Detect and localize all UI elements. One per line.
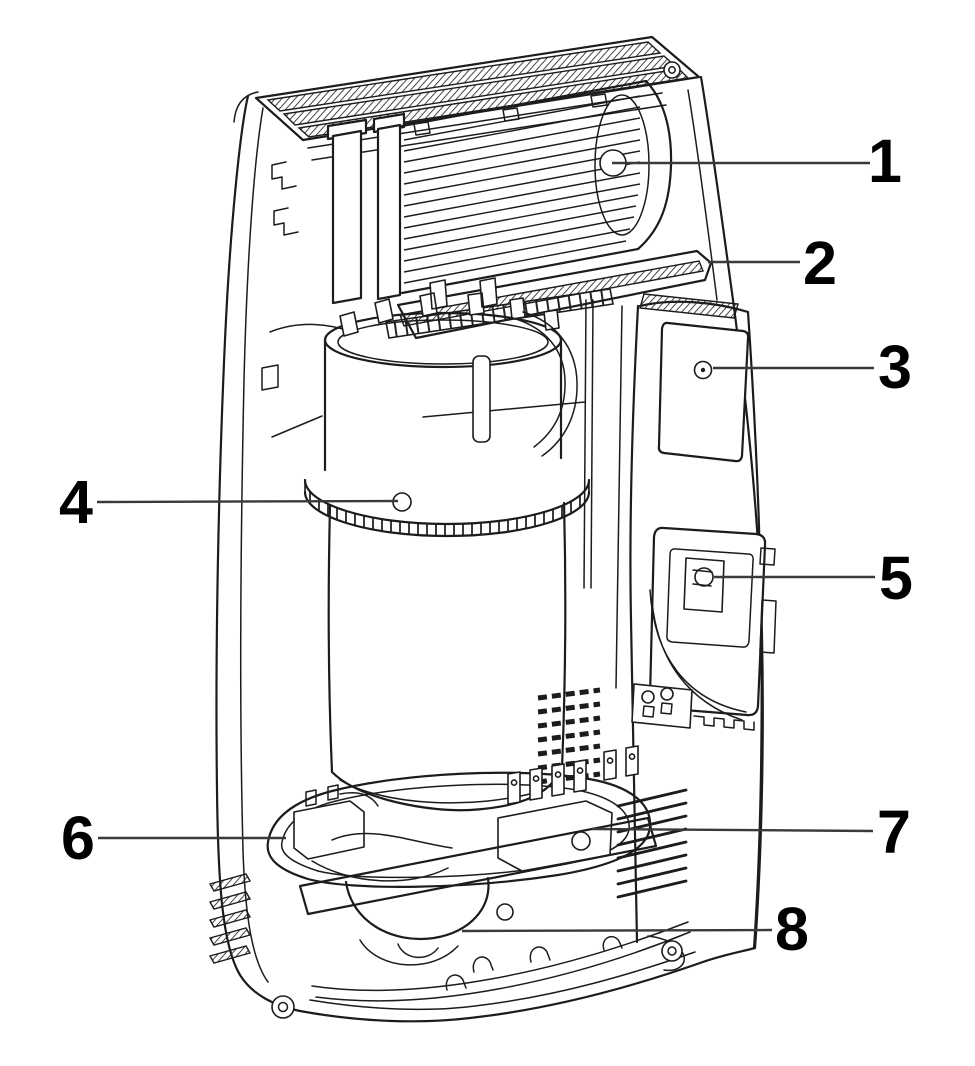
callout-2-label: 2 <box>803 229 837 297</box>
tank-collar-band <box>304 479 590 537</box>
callout-3: 3 <box>713 333 912 401</box>
base-screw-hole <box>496 903 514 921</box>
callout-6-label: 6 <box>61 804 95 872</box>
callout-4: 4 <box>59 468 399 536</box>
coil-body-top <box>400 79 648 128</box>
top-right-screw-center <box>668 66 676 74</box>
inner-shelf-lines <box>271 401 586 438</box>
condenser-fins <box>616 788 688 899</box>
bracket-screw-2 <box>660 687 674 701</box>
switch-module-outer <box>648 526 767 717</box>
coil-fins <box>403 95 641 284</box>
callout-3-label: 3 <box>878 333 912 401</box>
power-switch-marks <box>692 569 713 587</box>
base-corner-screw-right-center <box>667 946 677 956</box>
relay-terminals <box>507 745 639 805</box>
callouts: 1 2 3 4 5 6 7 8 <box>59 127 913 963</box>
callout-8: 8 <box>461 895 809 963</box>
fin-coil-assembly <box>261 79 673 391</box>
callout-8-label: 8 <box>775 895 809 963</box>
base-assembly <box>208 745 691 1019</box>
tank-top-rim-inner <box>337 319 549 365</box>
base-corner-screw-left-center <box>277 1001 289 1013</box>
compressor-dome <box>344 876 490 941</box>
relay-terminal-holes <box>510 753 636 786</box>
callout-7-label: 7 <box>877 798 911 866</box>
spec-label-lines <box>537 687 601 785</box>
pump-box <box>293 800 365 860</box>
compressor-dome-lower <box>359 939 459 966</box>
cabinet-shell <box>215 75 764 1023</box>
base-tubes <box>311 832 453 882</box>
bracket-lugs <box>642 702 673 718</box>
callout-2: 2 <box>708 229 837 297</box>
callout-1: 1 <box>612 127 902 195</box>
tank-hose-arc <box>512 311 578 457</box>
callout-7: 7 <box>591 798 911 866</box>
water-tank <box>303 277 591 812</box>
cabinet-left-edge-inner <box>240 107 269 983</box>
pump-fittings <box>305 784 379 807</box>
top-grille <box>254 35 701 142</box>
callout-1-label: 1 <box>868 127 902 195</box>
top-grille-outline <box>254 35 701 142</box>
floor-edge-lines <box>311 921 691 1002</box>
base-roll-edge <box>647 935 685 972</box>
coil-top-rails <box>307 92 667 161</box>
cabinet-right-edge-inner <box>687 89 718 301</box>
base-cross-beam <box>298 816 658 916</box>
switch-module-inner <box>666 548 754 648</box>
power-switch-knob <box>694 567 714 587</box>
cabinet-right-edge-outer <box>699 75 764 950</box>
tray-ladder-band <box>385 288 614 339</box>
inspection-panel <box>657 321 750 463</box>
cabinet-bottom-edge-inner <box>309 951 696 1011</box>
coil-end-cap <box>636 79 673 251</box>
callout-5: 5 <box>714 544 913 612</box>
callout-4-leader <box>96 499 399 504</box>
coil-left-post-2 <box>376 123 402 301</box>
wall-wire <box>269 323 353 333</box>
switch-guard-arc <box>649 589 747 721</box>
inner-wall-verticals <box>583 299 623 689</box>
callout-8-leader <box>461 928 773 933</box>
column-top-slats <box>639 293 739 319</box>
inner-walls <box>269 299 623 689</box>
tank-rim-clips <box>339 277 560 337</box>
cabinet-top-left-corner <box>233 91 259 123</box>
cabinet-bottom-edge-outer <box>298 946 757 1023</box>
relay-mount-circle <box>571 831 591 851</box>
cabinet-left-edge-outer <box>215 94 302 1013</box>
floor-cable-clips <box>445 935 623 991</box>
tank-handle-slot <box>472 355 491 443</box>
base-corner-screw-left <box>271 995 295 1019</box>
tank-lower-sides <box>327 501 567 774</box>
callout-4-label: 4 <box>59 468 93 536</box>
coil-end-inner <box>594 94 650 236</box>
top-grille-strip-1 <box>266 41 662 112</box>
wall-hook-brackets <box>261 161 299 391</box>
column-serration <box>693 715 755 731</box>
coil-left-post-1 <box>331 129 363 305</box>
column-side-tabs <box>759 547 777 654</box>
base-corner-screw-right <box>661 940 683 962</box>
right-column <box>537 293 777 950</box>
left-vent-slats <box>208 873 252 964</box>
callout-6: 6 <box>61 804 286 872</box>
panel-hole-dot <box>700 367 706 373</box>
callout-5-label: 5 <box>879 544 913 612</box>
callout-7-leader <box>591 827 874 833</box>
bracket-screw-1 <box>641 690 655 704</box>
top-right-screw <box>663 61 681 79</box>
